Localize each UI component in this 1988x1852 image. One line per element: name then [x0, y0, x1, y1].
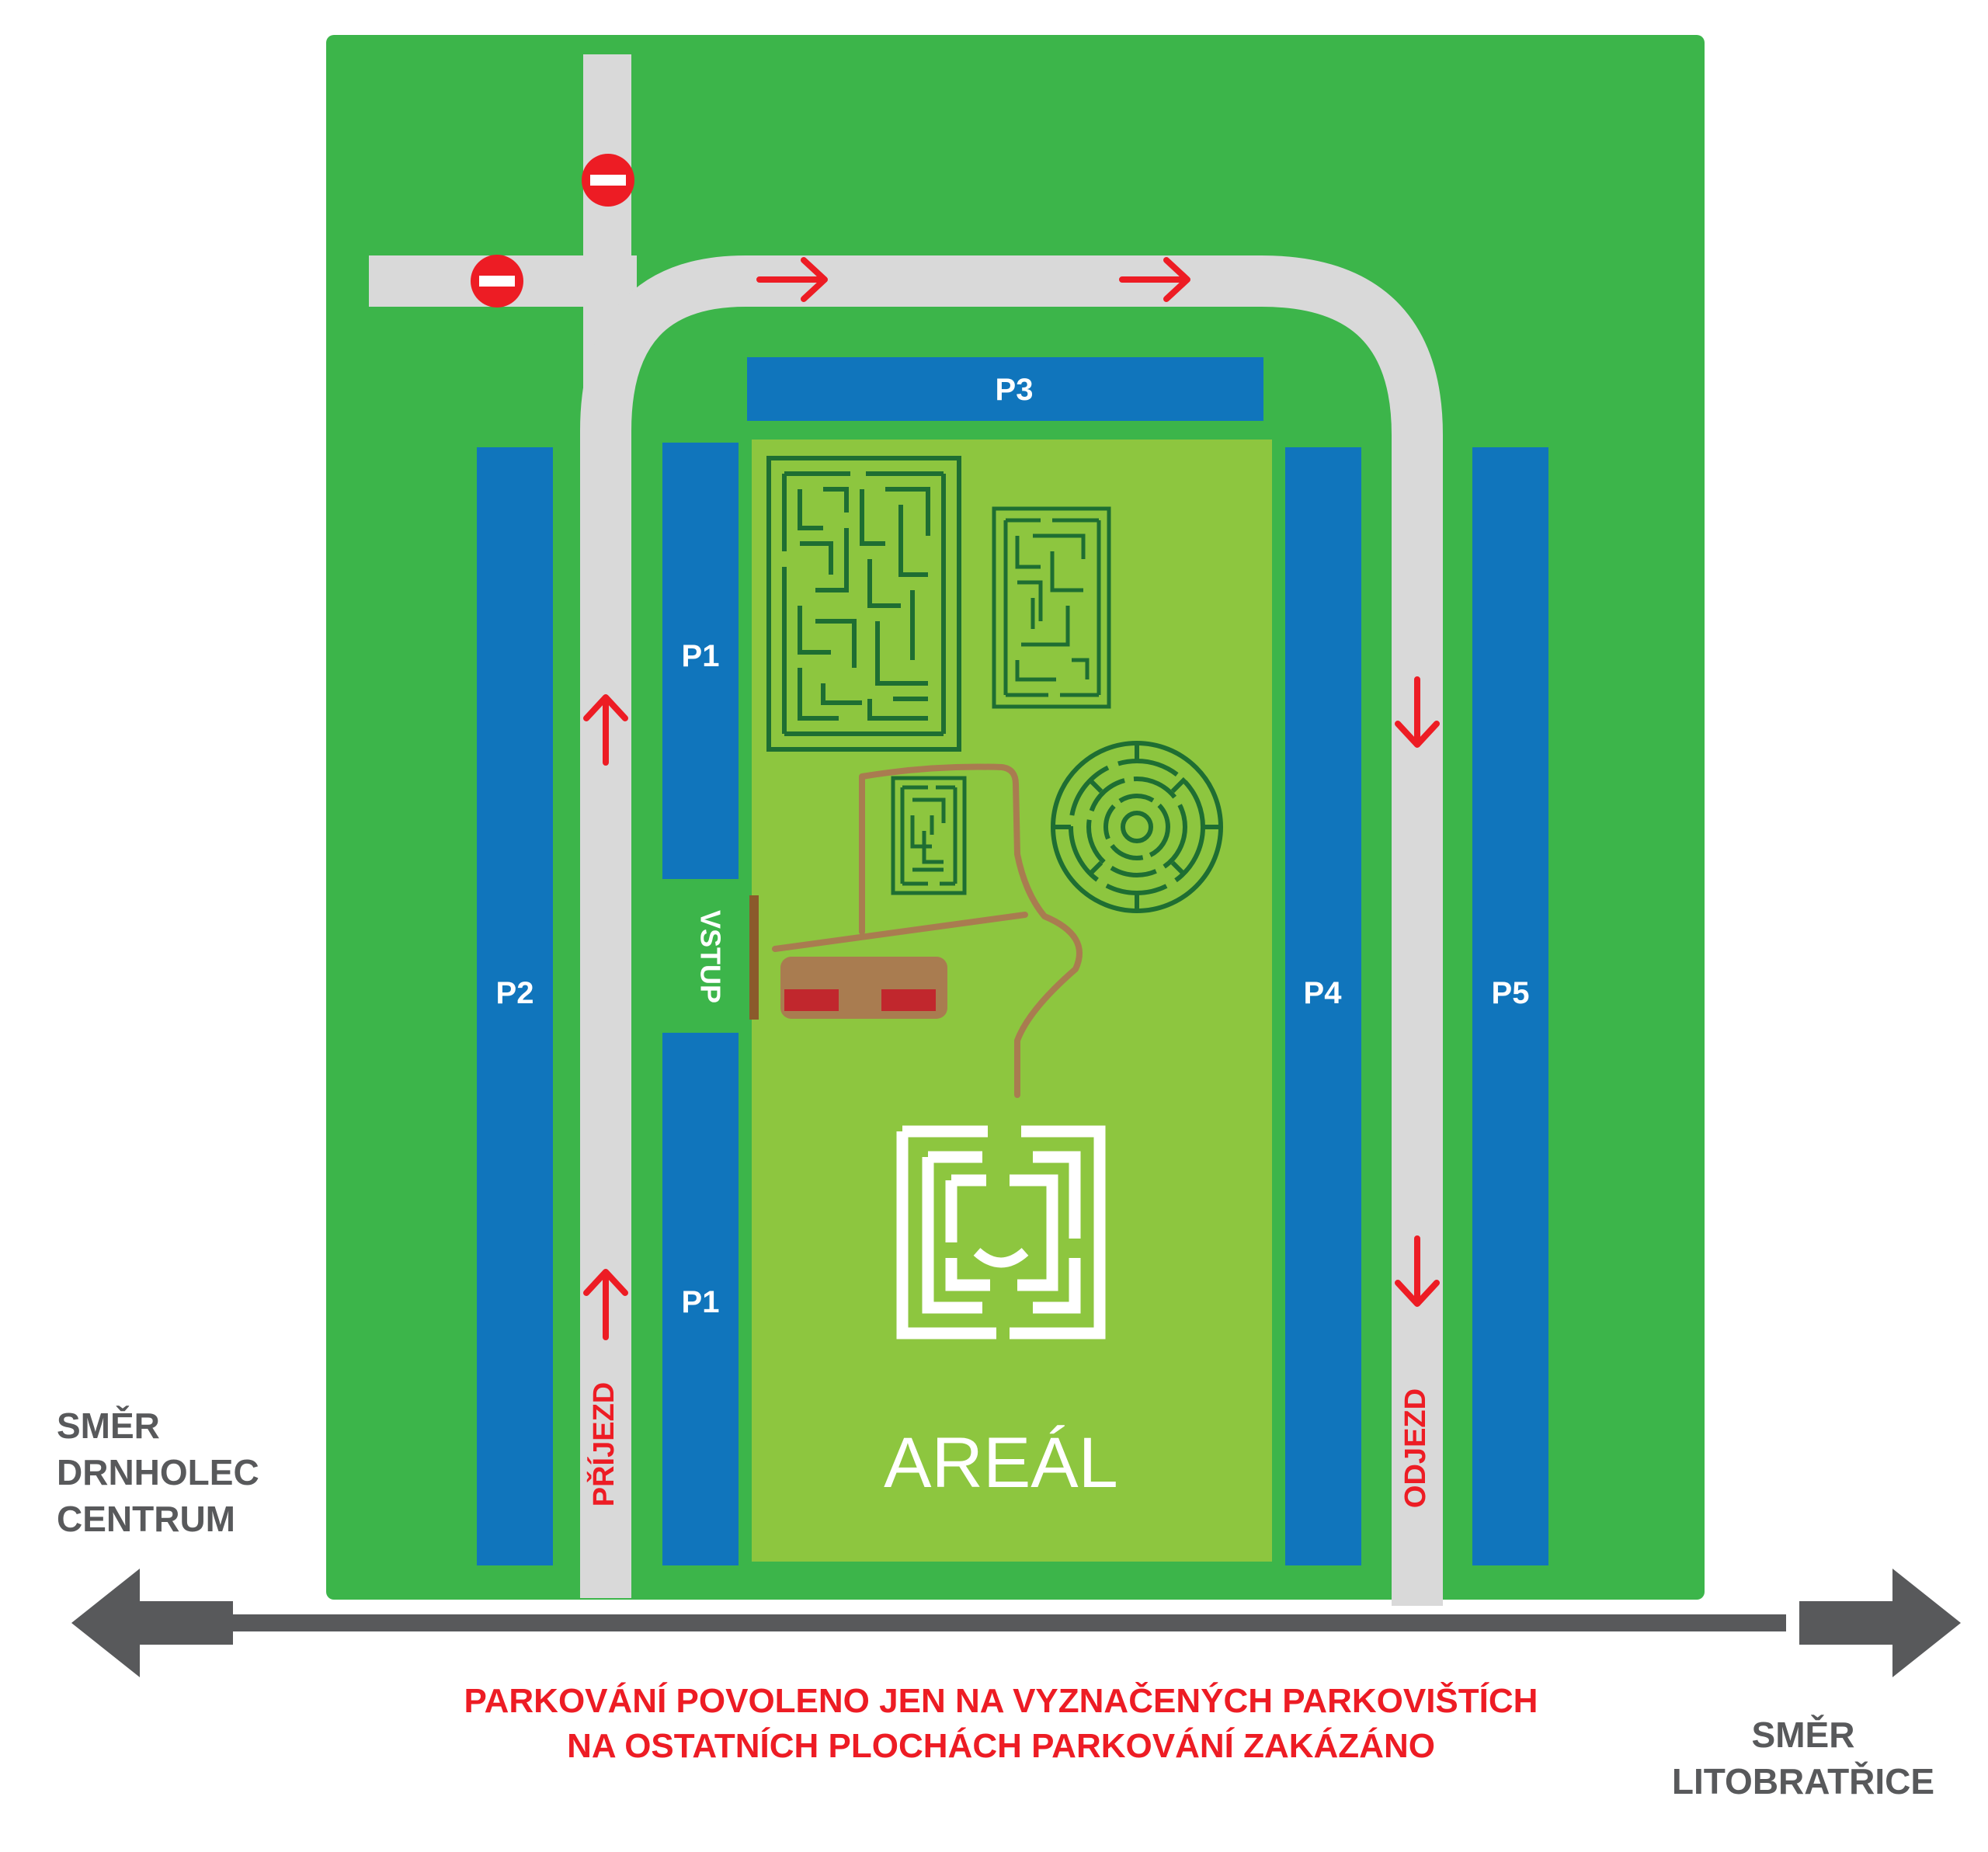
parking-p1-top: [662, 443, 739, 879]
footpaths: [772, 763, 1083, 1098]
notice-line2: NA OSTATNÍCH PLOCHÁCH PARKOVÁNÍ ZAKÁZÁNO: [567, 1726, 1435, 1765]
direction-arrow-icon: [1395, 1235, 1440, 1307]
maze-large: [766, 456, 961, 752]
parking-p2: [477, 447, 553, 1565]
no-entry-icon: [582, 154, 634, 207]
direction-arrow-icon: [583, 694, 628, 766]
p3-label: P3: [996, 373, 1034, 407]
parking-p1-bottom: [662, 1033, 739, 1565]
direction-left-line2: DRNHOLEC: [57, 1452, 259, 1492]
direction-arrow-icon: [583, 1269, 628, 1340]
direction-right-line1: SMĚR: [1752, 1715, 1855, 1755]
maze-circular: [1051, 741, 1223, 913]
area-label: AREÁL: [884, 1423, 1118, 1503]
direction-arrow-icon: [1119, 257, 1190, 302]
entrance-label: VSTUP: [694, 910, 726, 1003]
direction-right-line2: LITOBRATŘICE: [1672, 1761, 1934, 1802]
direction-left-line1: SMĚR: [57, 1406, 160, 1446]
maze-small: [891, 776, 967, 895]
departure-label: ODJEZD: [1399, 1388, 1432, 1508]
p4-label: P4: [1304, 976, 1343, 1010]
notice-line1: PARKOVÁNÍ POVOLENO JEN NA VYZNAČENÝCH PA…: [464, 1680, 1538, 1720]
kiosk-window-left: [784, 989, 839, 1011]
p1-top-label: P1: [682, 639, 720, 673]
direction-left-line3: CENTRUM: [57, 1499, 235, 1539]
direction-arrows: [583, 257, 1440, 1340]
parking-p4: [1285, 447, 1361, 1565]
p5-label: P5: [1492, 976, 1530, 1010]
direction-arrow-icon: [756, 257, 828, 302]
entrance-gap: [662, 879, 749, 1033]
parking-p3: [747, 357, 1263, 421]
entrance-gate: [749, 895, 759, 1020]
parking-p5: [1472, 447, 1548, 1565]
p2-label: P2: [496, 976, 534, 1010]
direction-arrow-icon: [1395, 676, 1440, 748]
arrival-label: PŘÍJEZD: [586, 1382, 620, 1506]
logo-icon: [896, 1125, 1106, 1339]
double-arrow-icon: [71, 1569, 1961, 1677]
parking-lots: [477, 357, 1548, 1565]
kiosk-window-right: [881, 989, 936, 1011]
p1-bottom-label: P1: [682, 1285, 720, 1319]
no-entry-icon: [471, 255, 523, 308]
maze-medium: [992, 506, 1111, 709]
